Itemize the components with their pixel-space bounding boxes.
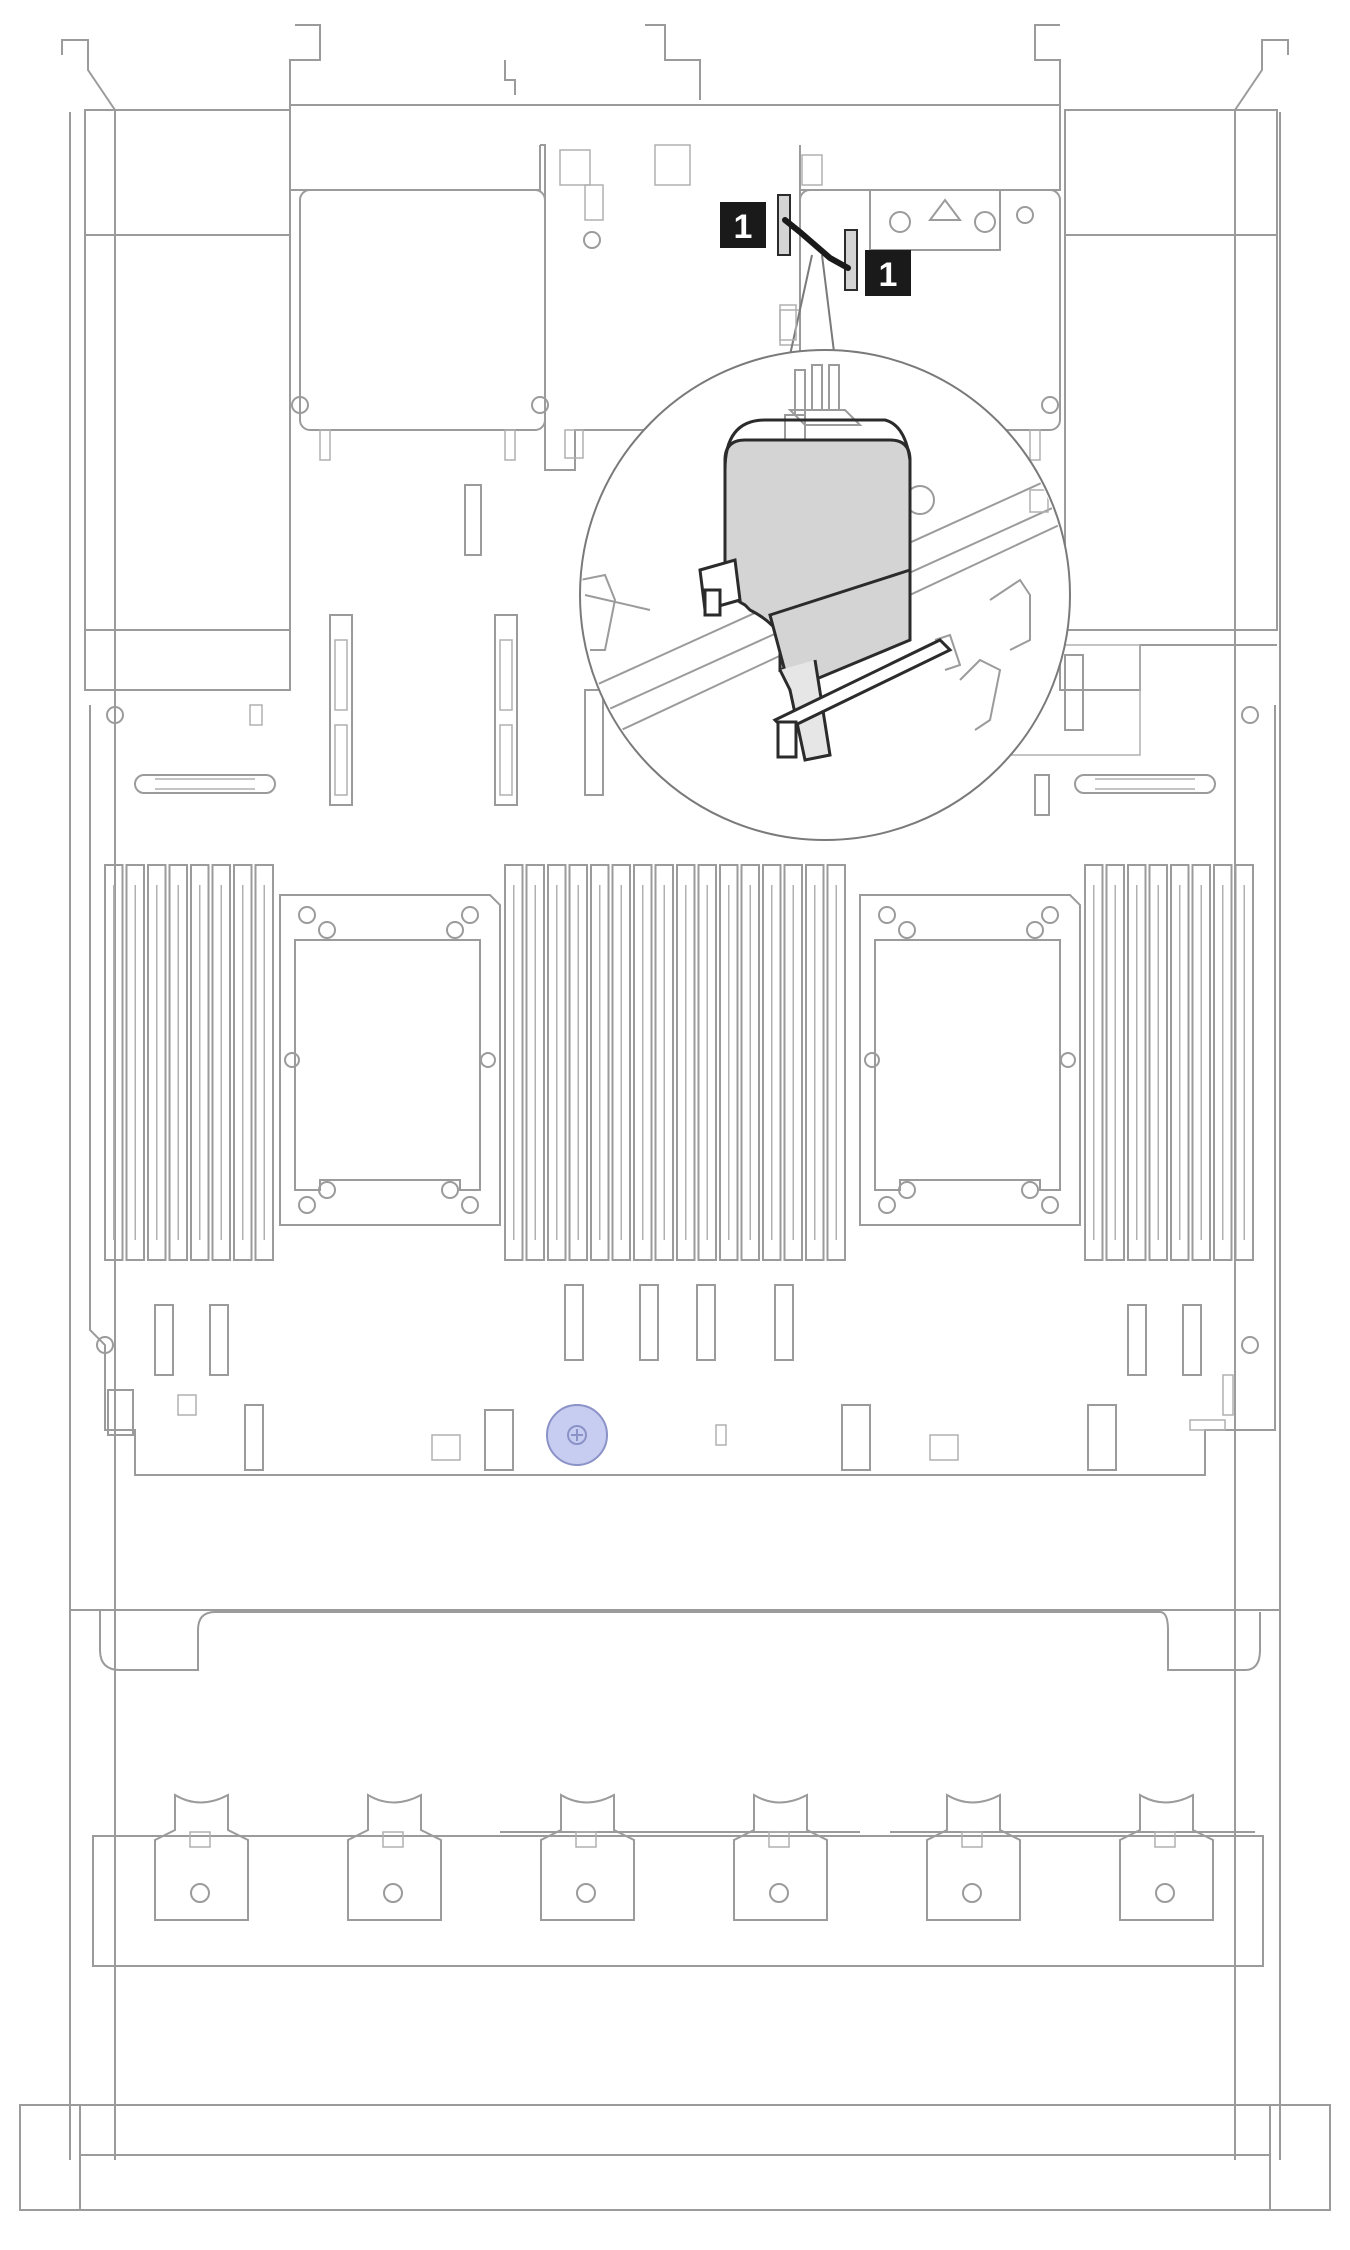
cable-route — [777, 194, 858, 291]
flat-cable — [698, 418, 953, 762]
dimm-slot — [697, 864, 717, 1261]
dimm-slot — [147, 864, 167, 1261]
riser-latch — [801, 154, 823, 186]
dimm-slot — [611, 864, 631, 1261]
system-board — [84, 630, 1277, 1476]
dimm-slot — [254, 864, 274, 1261]
connector-long-left — [134, 774, 276, 794]
cmos-battery-icon — [546, 1404, 608, 1466]
callout-1a: 1 — [720, 202, 766, 248]
dimm-slot — [590, 864, 610, 1261]
dimm-slot — [676, 864, 696, 1261]
dimm-group-center — [504, 864, 846, 1261]
dimm-slot — [104, 864, 124, 1261]
callout-1a-label: 1 — [734, 208, 753, 246]
card-connector — [1064, 654, 1084, 731]
riser-connector-right — [1034, 774, 1050, 816]
dimm-slot — [826, 864, 846, 1261]
riser-connector-left — [464, 484, 482, 556]
riser-connector-center — [584, 689, 604, 796]
processor-socket-2 — [859, 894, 1081, 1226]
small-connector — [249, 704, 263, 726]
dimm-group-right — [1084, 864, 1254, 1261]
dimm-slot — [1170, 864, 1190, 1261]
dimm-slot — [211, 864, 231, 1261]
dimm-slot — [168, 864, 188, 1261]
dimm-slot — [740, 864, 760, 1261]
dimm-slot — [1234, 864, 1254, 1261]
magnified-detail — [579, 349, 1071, 841]
fan-3 — [540, 1793, 635, 1921]
dimm-slot — [719, 864, 739, 1261]
fan-1 — [154, 1793, 249, 1921]
dimm-slot — [783, 864, 803, 1261]
dimm-slot — [1213, 864, 1233, 1261]
dimm-slot — [504, 864, 524, 1261]
dimm-slot — [1127, 864, 1147, 1261]
rear-latch-center — [645, 24, 701, 100]
dimm-slot — [568, 864, 588, 1261]
fan-2 — [347, 1793, 442, 1921]
fan-row — [154, 1793, 1214, 1921]
dimm-slot — [654, 864, 674, 1261]
lower-connectors — [107, 1284, 1234, 1471]
processor-socket-1 — [279, 894, 501, 1226]
pcie-connector-1 — [329, 614, 353, 806]
riser-small-connector — [779, 304, 797, 341]
dimm-slot — [1148, 864, 1168, 1261]
callout-1b: 1 — [865, 250, 911, 296]
dimm-slot — [547, 864, 567, 1261]
dimm-slot — [1105, 864, 1125, 1261]
dimm-slot — [633, 864, 653, 1261]
callout-1b-label: 1 — [879, 256, 898, 294]
fan-bay-frame — [70, 1609, 1280, 1967]
connector-long-right — [1074, 774, 1216, 794]
dimm-slot — [1191, 864, 1211, 1261]
dimm-slot — [1084, 864, 1104, 1261]
pcie-connector-2 — [494, 614, 518, 806]
fan-6 — [1119, 1793, 1214, 1921]
riser-cage-left — [289, 24, 549, 461]
dimm-slot — [125, 864, 145, 1261]
dimm-slot — [525, 864, 545, 1261]
power-supply-right — [1064, 109, 1278, 631]
magnifier-pointer — [789, 254, 836, 361]
dimm-slot — [805, 864, 825, 1261]
fan-4 — [733, 1793, 828, 1921]
dimm-group-left — [104, 864, 274, 1261]
dimm-slot — [190, 864, 210, 1261]
dimm-slot — [762, 864, 782, 1261]
fan-5 — [926, 1793, 1021, 1921]
chassis-outline — [19, 39, 1331, 2211]
dimm-slot — [233, 864, 253, 1261]
